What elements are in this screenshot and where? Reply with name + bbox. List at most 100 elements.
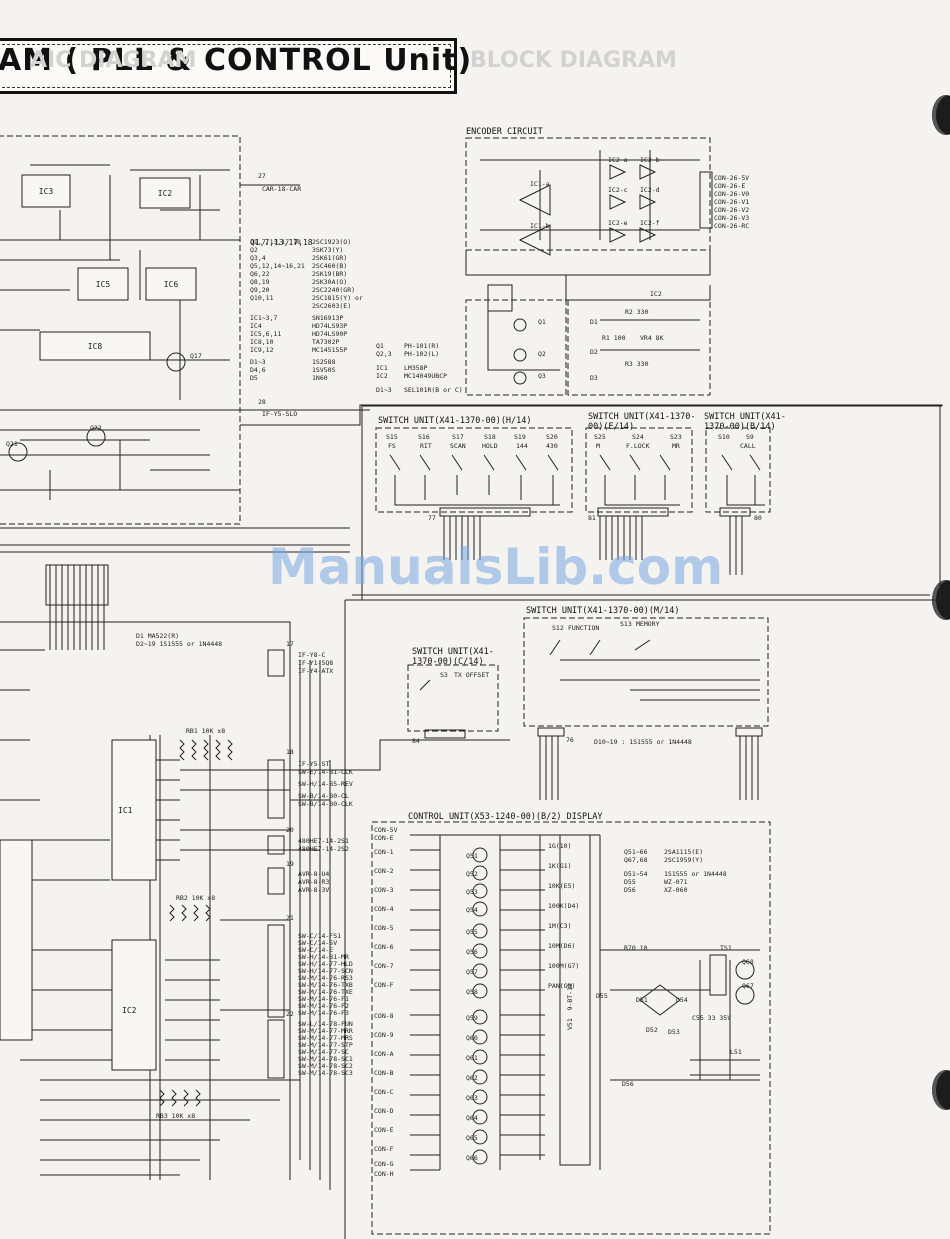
enc-pin-6: CON-26-RC [714, 222, 750, 230]
cg18-pin0: IF-Y5-ST [298, 760, 330, 768]
switch-rit-label: RIT [420, 442, 432, 450]
cg21-id: 21 [286, 914, 294, 922]
seg-1: 1K(G1) [548, 862, 572, 870]
con-4: CON-3 [374, 886, 394, 894]
enc-part-ref-4: D1~3 [376, 386, 392, 394]
q64: Q64 [466, 1114, 478, 1122]
connector-27: 27 [258, 172, 266, 180]
switch-s15[interactable]: S15 [386, 433, 398, 441]
page-title: AM ( PLL & CONTROL Unit) [0, 43, 473, 78]
switch-s24[interactable]: S24 [632, 433, 644, 441]
enc-part-ref-0: Q1 [376, 342, 384, 350]
switch-s10[interactable]: S10 [718, 433, 730, 441]
enc-vr4: VR4 8K [640, 334, 664, 342]
q60: Q60 [466, 1034, 478, 1042]
ghost-text-right: BLOCK DIAGRAM [470, 48, 677, 73]
switch-mr-label: MR [672, 442, 680, 450]
con-12: CON-A [374, 1050, 394, 1058]
connector-76: 76 [566, 736, 574, 744]
con-10: CON-8 [374, 1012, 394, 1020]
seg-6: 100M(G7) [548, 962, 580, 970]
q55: Q55 [466, 928, 478, 936]
connector-84: 84 [412, 737, 420, 745]
d10-note: D10~19 : 1S1555 or 1N4448 [594, 738, 692, 746]
connector-car: CAR-18-CAR [262, 185, 302, 193]
enc-q2: Q2 [538, 350, 546, 358]
diode-note-2: D2~19 1S1555 or 1N4448 [136, 640, 223, 648]
enc-ic2d: IC2-d [640, 186, 660, 194]
switch-fs-label: FS [388, 442, 396, 450]
pll-part-ref-4: Q6,22 [250, 270, 270, 278]
disp-part-ref-2: D51~54 [624, 870, 648, 878]
enc-part-val-1: PH-102(L) [404, 350, 440, 358]
enc-part-val-4: SEL101R(B or C) [404, 386, 463, 394]
con-5: CON-4 [374, 905, 394, 913]
switch-s19[interactable]: S19 [514, 433, 526, 441]
switch-unit-m-title: SWITCH UNIT(X41-1370-00)(M/14) [526, 606, 680, 616]
pll-part-ref-7: Q10,11 [250, 294, 274, 302]
enc-pin-3: CON-26-V1 [714, 198, 750, 206]
switch-s13[interactable]: S13 [620, 620, 632, 628]
cg18-id: 18 [286, 748, 294, 756]
con-16: CON-E [374, 1126, 394, 1134]
disp-part-ref-0: Q51~66 [624, 848, 648, 856]
q22-label: Q22 [90, 424, 102, 432]
con-13: CON-B [374, 1069, 394, 1077]
enc-ic1b: IC1-b [530, 222, 550, 230]
q17-label: Q17 [190, 352, 202, 360]
con-6: CON-5 [374, 924, 394, 932]
cg18-pin4: SW-B/14-80-CLK [298, 800, 353, 808]
q52: Q52 [466, 870, 478, 878]
connector-slo: IF-Y5-SLO [262, 410, 298, 418]
pll-part-val-0: 2SC1923(O) [312, 238, 352, 246]
switch-s25[interactable]: S25 [594, 433, 606, 441]
disp-part-val-3: WZ-071 [664, 878, 688, 886]
switch-s3[interactable]: S3 [440, 671, 448, 679]
cg20-id: 20 [286, 826, 294, 834]
con-11: CON-9 [374, 1031, 394, 1039]
con-1: CON-E [374, 834, 394, 842]
pll-part-val-12: TA7302P [312, 338, 340, 346]
ghost-text-left: AIC DIAGRAM [30, 48, 197, 73]
switch-s17[interactable]: S17 [452, 433, 464, 441]
cg21-pin7: SW-M/14-76-TXB [298, 981, 353, 989]
cg22-pin0: SW-L/14-78-FUN [298, 1020, 353, 1028]
cg22-pin5: SW-M/14-78-SC1 [298, 1055, 353, 1063]
binder-hole-2 [932, 580, 950, 620]
cg21-pin10: SW-M/14-76-F2 [298, 1002, 349, 1010]
pll-part-val-3: 2SC460(B) [312, 262, 348, 270]
con-9: CON-F [374, 981, 394, 989]
d56-label: D56 [622, 1080, 634, 1088]
con-17: CON-F [374, 1145, 394, 1153]
enc-pin-0: CON-26-5V [714, 174, 750, 182]
pll-part-ref-5: Q8,19 [250, 278, 270, 286]
switch-s20[interactable]: S20 [546, 433, 558, 441]
d54-label: D54 [676, 996, 688, 1004]
disp-part-val-0: 2SA1115(E) [664, 848, 704, 856]
switch-s12[interactable]: S12 [552, 624, 564, 632]
connector-28: 28 [258, 398, 266, 406]
disp-part-val-2: 1S1555 or 1N4448 [664, 870, 727, 878]
pll-part-ref-1: Q2 [250, 246, 258, 254]
pll-part-ref-9: IC1~3,7 [250, 314, 278, 322]
c55-label: C55 33 35V [692, 1014, 732, 1022]
pll-part-ref-6: Q9,20 [250, 286, 270, 294]
enc-d2: D2 [590, 348, 598, 356]
cg19-pin2: AVR-8-3V [298, 886, 330, 894]
switch-s18[interactable]: S18 [484, 433, 496, 441]
rb3-label: RB3 10K x8 [156, 1112, 196, 1120]
diode-note-1: D1 MA522(R) [136, 632, 180, 640]
disp-part-val-4: XZ-060 [664, 886, 688, 894]
seg-3: 100K(D4) [548, 902, 580, 910]
disp-part-ref-3: D55 [624, 878, 636, 886]
switch-s23[interactable]: S23 [670, 433, 682, 441]
cg21-pin8: SW-M/14-76-TXE [298, 988, 353, 996]
switch-s16[interactable]: S16 [418, 433, 430, 441]
q56: Q56 [466, 948, 478, 956]
cg20-pin1: 480HE7-14-2S2 [298, 845, 349, 853]
con-19: CON-H [374, 1170, 394, 1178]
switch-s9[interactable]: S9 [746, 433, 754, 441]
cg22-pin4: SW-M/14-77-SC [298, 1048, 349, 1056]
ts1-label: TS1 [720, 944, 732, 952]
